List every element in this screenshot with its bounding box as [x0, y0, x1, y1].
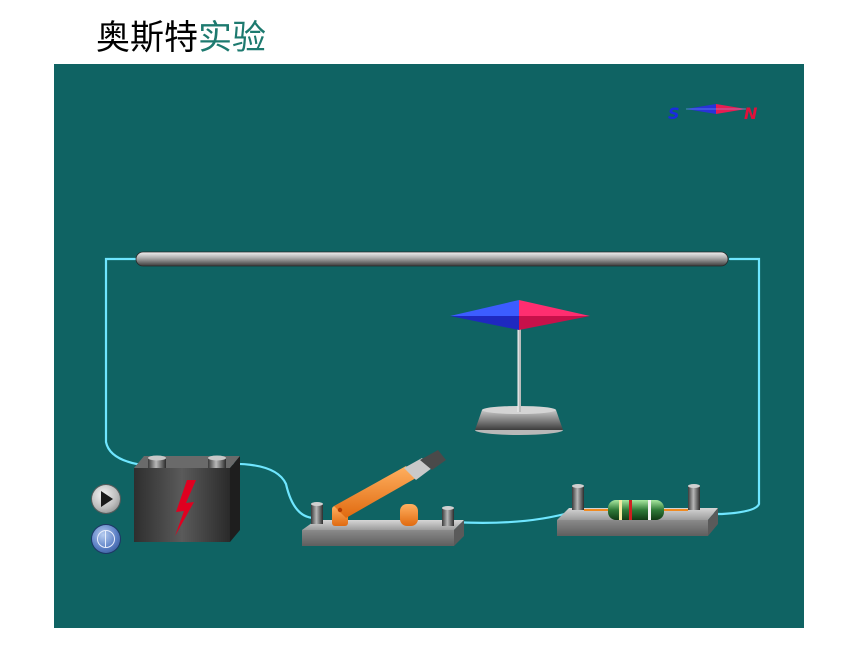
switch-post-left	[311, 502, 323, 524]
knife-switch[interactable]	[302, 450, 464, 546]
switch-post-right	[442, 506, 454, 526]
home-button[interactable]	[92, 525, 120, 553]
title-part-1: 奥斯特	[96, 18, 198, 58]
experiment-canvas	[54, 64, 804, 628]
switch-clip	[400, 504, 418, 526]
resistor	[608, 500, 664, 520]
resistor-post-right	[688, 484, 700, 510]
wire-right	[692, 257, 761, 516]
play-button[interactable]	[92, 485, 120, 513]
play-arrow-icon	[101, 491, 113, 507]
conductor-rod	[135, 251, 729, 267]
resistor-post-left	[572, 484, 584, 510]
battery-terminal-right	[208, 455, 226, 468]
battery	[134, 455, 240, 542]
experiment-stage: S N	[54, 64, 804, 628]
compass-legend-south: S	[668, 104, 680, 123]
title-part-2: 实验	[198, 18, 266, 58]
lightning-icon	[175, 480, 196, 536]
compass-legend-north: N	[744, 104, 758, 123]
compass-legend-needle	[686, 104, 746, 114]
home-disc-icon	[97, 530, 115, 548]
wire-battery-switch	[222, 462, 318, 520]
switch-lever[interactable]	[334, 450, 446, 518]
page-title: 奥斯特实验	[96, 12, 266, 64]
compass-needle-stand	[450, 300, 590, 435]
resistor-board	[557, 484, 718, 536]
wire-switch-resistor	[450, 510, 574, 524]
battery-terminal-left	[148, 455, 166, 468]
compass-needle	[450, 300, 590, 330]
